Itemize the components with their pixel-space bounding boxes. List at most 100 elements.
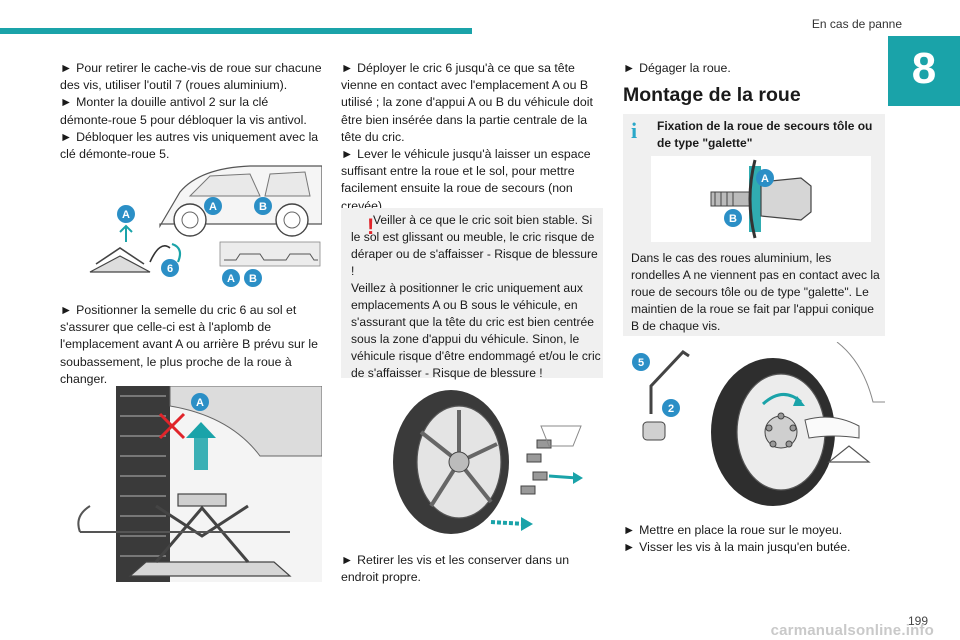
badge-label-b: B [249, 273, 257, 285]
jack-outline [540, 425, 582, 447]
jack-handle [149, 245, 171, 263]
arrow-bullet: ► [60, 129, 73, 144]
jack-6-badge [161, 259, 179, 277]
instruction-loosen-bolts: ►Débloquer les autres vis uniquement ave… [60, 129, 322, 163]
spare-bolts [765, 412, 797, 448]
jack-crank [77, 505, 91, 533]
instruction-text: Positionner la semelle du cric 6 au sol … [60, 303, 318, 386]
badge-label-a: A [209, 201, 217, 213]
col3-text-bottom: ►Mettre en place la roue sur le moyeu. ►… [623, 522, 885, 556]
rotation-arrow [171, 242, 182, 263]
sill-profile [224, 253, 318, 261]
instruction-text: Monter la douille antivol 2 sur la clé d… [60, 95, 307, 127]
section-title: En cas de panne [811, 17, 902, 31]
instruction-position-jack: ►Positionner la semelle du cric 6 au sol… [60, 302, 322, 388]
badge-label-a: A [761, 173, 769, 185]
instruction-remove-caps: ►Pour retirer le cache-vis de roue sur c… [60, 60, 322, 94]
bolt-removal-arrow [548, 474, 578, 480]
col3-text-top: ►Dégager la roue. [623, 60, 885, 77]
wheel-wrench [649, 350, 690, 414]
arrow-bullet: ► [60, 61, 73, 75]
col1-text-bottom: ►Positionner la semelle du cric 6 au sol… [60, 302, 322, 388]
instruction-text: Visser les vis à la main jusqu'en butée. [639, 540, 851, 555]
lift-arrow-head [186, 422, 216, 438]
instruction-text: Débloquer les autres vis uniquement avec… [60, 129, 319, 162]
wheel-hub [448, 451, 470, 473]
jack-base [128, 561, 292, 577]
header-accent-bar [0, 28, 472, 34]
wrong-position-cross [158, 412, 186, 440]
instruction-deploy-jack: ►Déployer le cric 6 jusqu'à ce que sa tê… [341, 60, 603, 146]
jack-outline [827, 445, 871, 463]
chapter-tab [888, 36, 960, 106]
instruction-hand-tighten: ►Visser les vis à la main jusqu'en butée… [623, 539, 885, 556]
watermark: carmanualsonline.info [770, 622, 934, 639]
jack-scissor-upper [155, 504, 249, 538]
warning-text: Veiller à ce que le cric soit bien stabl… [341, 212, 603, 382]
badge-label-b: B [729, 213, 737, 225]
badge-label-a: A [227, 273, 235, 285]
car-rear-wheel [275, 203, 309, 237]
badge-label-6: 6 [167, 263, 173, 275]
badge-label-a: A [122, 209, 130, 221]
badge-label-5: 5 [638, 357, 644, 369]
jack-arms [95, 247, 145, 265]
lift-arrow-shaft [194, 436, 208, 470]
col2-text-top: ►Déployer le cric 6 jusqu'à ce que sa tê… [341, 60, 603, 215]
instruction-free-wheel: ►Dégager la roue. [623, 60, 885, 77]
jack-a-badge [117, 205, 135, 223]
figure-wheel-removal [393, 390, 583, 534]
instruction-text: Retirer les vis et les conserver dans un… [341, 553, 570, 585]
col2-text-bottom: ►Retirer les vis et les conserver dans u… [341, 552, 603, 586]
wheel-removal-arrow [490, 520, 526, 526]
jack-point-a-badge [204, 197, 222, 215]
chapter-number: 8 [911, 44, 937, 93]
figure-bolt-detail: A B [651, 156, 871, 242]
badge-label-2: 2 [668, 403, 674, 415]
antitheft-socket [642, 421, 666, 441]
figure-car-jack-points: A B A B A 6 [89, 165, 322, 287]
instruction-text: Dégager la roue. [639, 61, 731, 75]
warning-paragraph-2: Veillez à positionner le cric uniquement… [351, 281, 601, 380]
info-box: i Fixation de la roue de secours tôle ou… [623, 114, 885, 336]
car-front-wheel [173, 203, 207, 237]
warning-box: ! Veiller à ce que le cric soit bien sta… [341, 208, 603, 380]
section-heading: Montage de la roue [623, 84, 801, 106]
hand-outline [804, 416, 860, 439]
sill-a-badge [191, 393, 209, 411]
jack-base [89, 255, 151, 273]
tire-tread [120, 395, 166, 557]
washer-profile [748, 159, 757, 239]
jack-scissor-lower [154, 505, 250, 563]
arrow-bullet: ► [341, 61, 354, 75]
rotation-arrow-head [793, 396, 805, 406]
wheel-hub [283, 211, 301, 229]
sill-a-badge [222, 269, 240, 287]
socket-2-badge [662, 399, 680, 417]
badge-label-a: A [196, 397, 204, 409]
wheel-bolts [520, 439, 552, 495]
arrow-bullet: ► [623, 540, 636, 555]
cone-b-badge [724, 209, 742, 227]
warning-icon: ! [367, 214, 375, 239]
figure-mount-spare-wheel: 5 2 [632, 342, 885, 506]
instruction-lift-vehicle: ►Lever le véhicule jusqu'à laisser un es… [341, 146, 603, 215]
car-outline [836, 342, 885, 403]
instruction-mount-wheel: ►Mettre en place la roue sur le moyeu. [623, 522, 885, 539]
bolt-removal-arrow-head [573, 472, 583, 484]
bolt-head [760, 177, 812, 221]
arrow-bullet: ► [60, 95, 73, 110]
lift-arrow [119, 224, 133, 242]
arrow-bullet: ► [341, 553, 354, 567]
arrow-bullet: ► [341, 147, 354, 162]
col1-text-top: ►Pour retirer le cache-vis de roue sur c… [60, 60, 322, 163]
arrow-bullet: ► [623, 523, 636, 537]
figure-jack-under-sill: A [77, 386, 322, 582]
tire [116, 386, 170, 582]
wheel-hub [181, 211, 199, 229]
jack-head [177, 493, 227, 507]
wheel-removal-arrow-head [521, 517, 533, 531]
bolt-shank [710, 191, 752, 207]
car-window [264, 171, 311, 197]
washer-a-badge [756, 169, 774, 187]
